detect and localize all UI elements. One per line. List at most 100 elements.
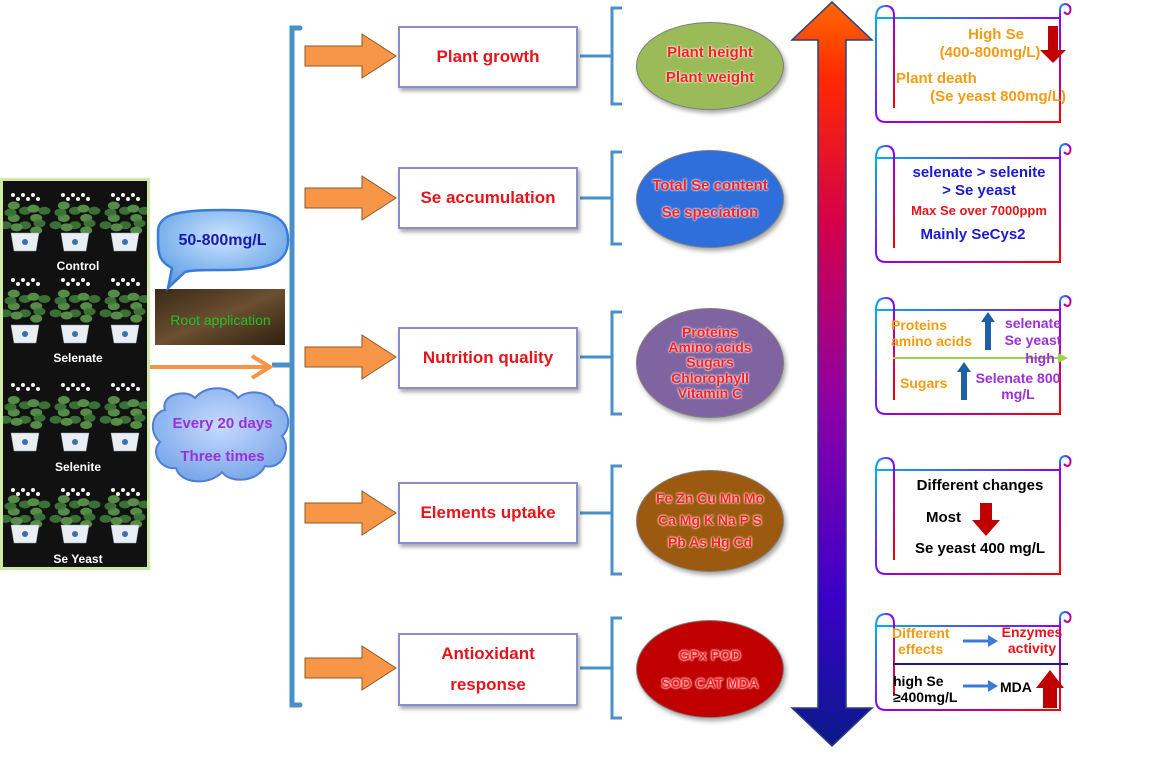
orange-arrow-icon [304, 334, 397, 380]
elements-result-line2: Most [926, 509, 961, 526]
result-scroll [875, 610, 1072, 711]
antioxidant-right3: MDA [1000, 679, 1032, 695]
nutrition-up-arrow-2-icon [957, 362, 971, 400]
antioxidant-left2: effects [898, 641, 944, 657]
growth-result-line4: (Se yeast 800mg/L) [930, 88, 1066, 105]
frequency-label-2: Three times [180, 448, 265, 465]
oval-line: Amino acids [668, 338, 752, 355]
oval-line: Plant height [667, 44, 753, 62]
oval-line: Ca Mg K Na P S [658, 512, 762, 529]
oval-line: SOD CAT MDA [661, 675, 759, 691]
nutrition-green-arrowhead-icon [1058, 353, 1068, 363]
category-label: Nutrition quality [422, 348, 554, 368]
accumulation-result-line3: Max Se over 7000ppm [911, 203, 1047, 218]
nutrition-right2: Se yeast [1004, 332, 1062, 348]
result-scroll [875, 454, 1072, 575]
elements-down-arrow-icon [972, 503, 1000, 536]
connectors [580, 6, 622, 720]
plant-photo-panel: Control Selenate Selenite Se Yeast [0, 178, 150, 570]
oval-line: Se speciation [661, 204, 759, 221]
photo-label-se-yeast: Se Yeast [53, 552, 103, 566]
oval-se-accumulation: Total Se content Se speciation [636, 150, 784, 248]
soil-image [155, 289, 285, 345]
plant-drawing [3, 193, 147, 544]
oval-elements-uptake: Fe Zn Cu Mn Mo Ca Mg K Na P S Pb As Hg C… [636, 470, 784, 572]
accumulation-result-line4: Mainly SeCys2 [920, 226, 1026, 243]
category-label-line1: Antioxidant [441, 643, 535, 663]
photo-label-control: Control [56, 259, 100, 273]
orange-arrow-icon [304, 490, 397, 536]
frequency-label-1: Every 20 days [172, 415, 273, 432]
photo-label-selenate: Selenate [53, 351, 103, 365]
category-label: Se accumulation [420, 188, 556, 208]
mda-up-arrow-icon [1036, 670, 1064, 708]
oval-line: Chlorophyll [671, 369, 749, 386]
concentration-bubble [156, 208, 290, 292]
nutrition-sugars: Sugars [900, 375, 948, 391]
orange-arrow-icon [304, 33, 397, 79]
accumulation-result-line2: > Se yeast [942, 182, 1016, 199]
growth-down-arrow-icon [1040, 26, 1066, 63]
oval-nutrition-quality: Proteins Amino acids Sugars Chlorophyll … [636, 308, 784, 418]
oval-bracket [610, 464, 622, 576]
oval-bracket [610, 150, 622, 246]
root-application-label: Root application [170, 312, 271, 328]
oval-bracket [610, 310, 622, 416]
antioxidant-arrowhead-1-icon [988, 635, 998, 647]
frequency-cloud [151, 387, 290, 483]
concentration-label: 50-800mg/L [178, 232, 267, 249]
nutrition-right1: selenate [1004, 315, 1062, 331]
oval-line: Pb As Hg Cd [667, 533, 753, 550]
elements-result-line1: Different changes [916, 477, 1044, 494]
photo-label-selenite: Selenite [54, 460, 102, 474]
result-scroll [875, 142, 1072, 263]
oval-line: Vitamin C [677, 385, 743, 402]
antioxidant-left1: Different [892, 625, 950, 641]
growth-result-line1: High Se [968, 26, 1024, 43]
elements-result-line3: Se yeast 400 mg/L [914, 540, 1046, 557]
nutrition-left1: Proteins [891, 317, 948, 333]
category-box-plant-growth: Plant growth [398, 26, 578, 88]
nutrition-right5: mg/L [1001, 386, 1035, 402]
main-bracket [289, 25, 303, 708]
antioxidant-left4: ≥400mg/L [893, 689, 958, 705]
category-box-elements-uptake: Elements uptake [398, 482, 578, 544]
oval-plant-growth: Plant height Plant weight [636, 22, 784, 110]
oval-bracket [610, 6, 622, 106]
growth-result-line2: (400-800mg/L) [939, 44, 1041, 61]
nutrition-right3: high [1025, 350, 1055, 366]
oval-line: Fe Zn Cu Mn Mo [655, 490, 765, 507]
category-label-line2: response [450, 674, 526, 694]
input-arrowhead [250, 354, 274, 380]
growth-result-line3: Plant death [896, 70, 977, 87]
antioxidant-right1: Enzymes [1001, 624, 1063, 640]
oval-line: Total Se content [652, 177, 768, 194]
category-box-antioxidant-response: Antioxidant response [398, 633, 578, 706]
oval-line: Proteins [681, 323, 738, 340]
orange-arrow-icon [304, 175, 397, 221]
oval-line: GPx POD [678, 647, 742, 663]
accumulation-result-line1: selenate > selenite [912, 164, 1046, 181]
nutrition-up-arrow-1-icon [981, 312, 995, 350]
nutrition-left2: amino acids [891, 333, 972, 349]
antioxidant-arrowhead-2-icon [988, 680, 998, 692]
antioxidant-left3: high Se [893, 673, 944, 689]
category-label: Plant growth [436, 47, 540, 67]
scrolls [875, 2, 1072, 711]
result-scroll [875, 2, 1072, 123]
oval-bracket [610, 616, 622, 720]
result-scroll [875, 294, 1072, 415]
oval-antioxidant: GPx POD SOD CAT MDA [636, 620, 784, 718]
category-label: Elements uptake [420, 503, 556, 523]
category-box-se-accumulation: Se accumulation [398, 167, 578, 229]
oval-line: Plant weight [665, 69, 755, 86]
category-box-nutrition-quality: Nutrition quality [398, 327, 578, 389]
nutrition-right4: Selenate 800 [975, 370, 1061, 386]
antioxidant-right2: activity [1007, 640, 1057, 656]
orange-arrow-icon [304, 645, 397, 691]
orange-arrows [304, 33, 397, 691]
gradient-double-arrow [790, 0, 874, 748]
oval-line: Sugars [686, 354, 734, 371]
